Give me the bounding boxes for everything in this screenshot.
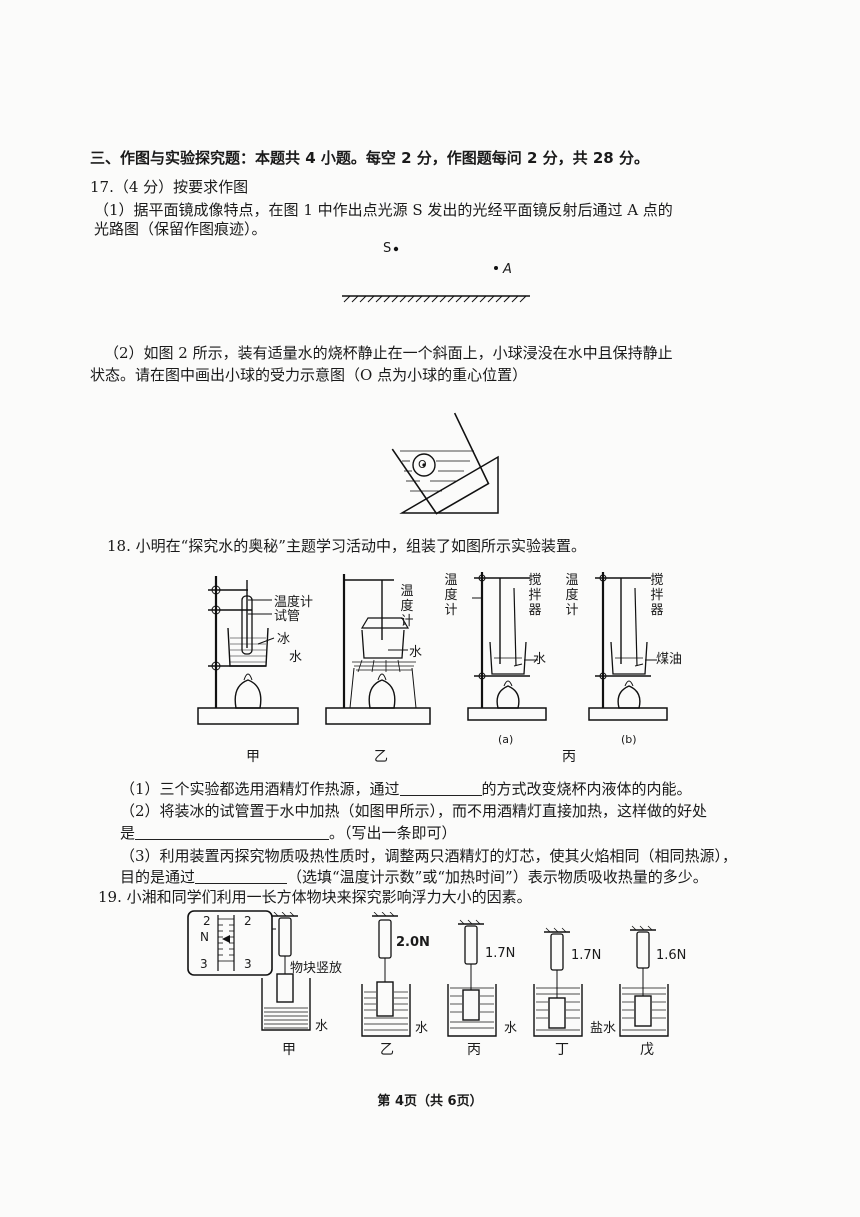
- q17-header: 17.（4 分）按要求作图: [90, 178, 249, 196]
- caption-a: (a): [498, 733, 514, 746]
- yi-thermometer-label: 温度计: [400, 584, 414, 629]
- q17-part1-line1: （1）据平面镜成像特点，在图 1 中作出点光源 S 发出的光经平面镜反射后通过 …: [94, 201, 673, 219]
- q19-header: 19. 小湘和同学们利用一长方体物块来探究影响浮力大小的因素。: [98, 888, 532, 906]
- q17-part2-line1: （2）如图 2 所示，装有适量水的烧杯静止在一个斜面上，小球浸没在水中且保持静止: [104, 344, 673, 362]
- caption-19-wu: 戊: [640, 1042, 654, 1058]
- scale-left-bottom: 3: [200, 957, 208, 971]
- ball: [412, 453, 436, 477]
- point-s-label: S: [383, 241, 392, 256]
- figure-yi-apparatus: [325, 574, 431, 725]
- bing-b-thermometer-label: 温度计: [565, 573, 579, 618]
- point-a-dot: [494, 266, 498, 270]
- q17-part2-line2: 状态。请在图中画出小球的受力示意图（O 点为小球的重心位置）: [90, 366, 528, 384]
- reading-wu: 1.6N: [656, 948, 687, 963]
- q18-part2-suffix: 。（写出一条即可）: [329, 824, 457, 842]
- jia-tube-label: 试管: [274, 609, 301, 624]
- jia-water-label: 水: [289, 650, 303, 665]
- q18-blank-1[interactable]: [399, 781, 482, 796]
- q17-part1-line2: 光路图（保留作图痕迹）。: [94, 220, 267, 238]
- figure-jia-apparatus: [197, 576, 299, 725]
- liquid-yi: 水: [415, 1021, 429, 1036]
- liquid-bing: 水: [504, 1021, 518, 1036]
- q18-part3-line2: 目的是通过 （选填“温度计示数”或“加热时间”）表示物质吸收热量的多少。: [120, 867, 708, 887]
- experiment-bing: [447, 919, 497, 1037]
- experiment-jia: [261, 912, 311, 1031]
- scale-left-unit: N: [200, 930, 209, 944]
- bing-a-stirrer-label: 搅拌器: [528, 573, 542, 618]
- q18-part3-line1: （3）利用装置丙探究物质吸热性质时，调整两只酒精灯的灯芯，使其火焰相同（相同热源…: [120, 847, 738, 865]
- q18-part1: （1）三个实验都选用酒精灯作热源，通过 的方式改变烧杯内液体的内能。: [120, 779, 692, 799]
- experiment-yi: [361, 912, 411, 1037]
- q18-part2-prefix: 是: [120, 824, 136, 842]
- q19-experiment-figures: [261, 912, 669, 1037]
- yi-water-label: 水: [409, 645, 423, 660]
- experiment-wu: [619, 925, 669, 1037]
- jia-ice-label: 冰: [277, 632, 291, 647]
- point-o-label: O: [418, 458, 427, 471]
- bing-b-stirrer-label: 搅拌器: [650, 573, 664, 618]
- section-title: 三、作图与实验探究题：本题共 4 小题。每空 2 分，作图题每问 2 分，共 2…: [90, 149, 649, 167]
- block-note-label: 物块竖放: [290, 961, 343, 976]
- q18-part1-suffix: 的方式改变烧杯内液体的内能。: [481, 780, 692, 798]
- scale-right-top: 2: [244, 914, 252, 928]
- caption-jia: 甲: [246, 749, 260, 765]
- bing-b-oil-label: 煤油: [656, 652, 683, 667]
- figure-bing-a-apparatus: [467, 572, 547, 721]
- q18-blank-2[interactable]: [135, 825, 330, 840]
- caption-19-jia: 甲: [282, 1042, 296, 1058]
- q18-part2-line1: （2）将装冰的试管置于水中加热（如图甲所示），而不用酒精灯直接加热，这样做的好处: [120, 802, 708, 820]
- q18-part1-prefix: （1）三个实验都选用酒精灯作热源，通过: [120, 780, 400, 798]
- q18-part3-prefix: 目的是通过: [120, 868, 196, 886]
- caption-19-ding: 丁: [555, 1042, 569, 1058]
- caption-19-bing: 丙: [467, 1042, 481, 1058]
- jia-thermometer-label: 温度计: [274, 595, 314, 610]
- incline: [399, 455, 499, 514]
- liquid-jia: 水: [315, 1019, 329, 1034]
- point-a-label: A: [503, 262, 512, 277]
- bing-a-thermometer-label: 温度计: [444, 573, 458, 618]
- q18-blank-3[interactable]: [195, 869, 288, 884]
- scale-left-top: 2: [203, 914, 211, 928]
- q18-part3-suffix: （选填“温度计示数”或“加热时间”）表示物质吸收热量的多少。: [287, 868, 708, 886]
- point-s-dot: [393, 246, 399, 252]
- caption-19-yi: 乙: [380, 1042, 394, 1058]
- scale-right-bottom: 3: [244, 957, 252, 971]
- reading-ding: 1.7N: [571, 948, 602, 963]
- q18-part2-line2: 是 。（写出一条即可）: [120, 823, 457, 843]
- bing-a-water-label: 水: [533, 652, 547, 667]
- experiment-ding: [533, 927, 583, 1037]
- caption-b: (b): [621, 733, 637, 746]
- page-footer: 第 4页（共 6页）: [377, 1094, 483, 1109]
- caption-bing: 丙: [562, 749, 576, 765]
- q18-header: 18. 小明在“探究水的奥秘”主题学习活动中，组装了如图所示实验装置。: [107, 537, 586, 555]
- figure-bing-b-apparatus: [588, 572, 668, 721]
- figure-1-mirror: [342, 246, 530, 303]
- liquid-ding: 盐水: [590, 1021, 617, 1036]
- spring-scale-zoom: [187, 910, 276, 976]
- figure-2-beaker-incline: [391, 412, 499, 515]
- beaker: [391, 412, 490, 515]
- reading-bing: 1.7N: [485, 946, 516, 961]
- water-hatching: [400, 450, 474, 492]
- caption-yi: 乙: [374, 749, 388, 765]
- reading-yi: 2.0N: [396, 935, 430, 950]
